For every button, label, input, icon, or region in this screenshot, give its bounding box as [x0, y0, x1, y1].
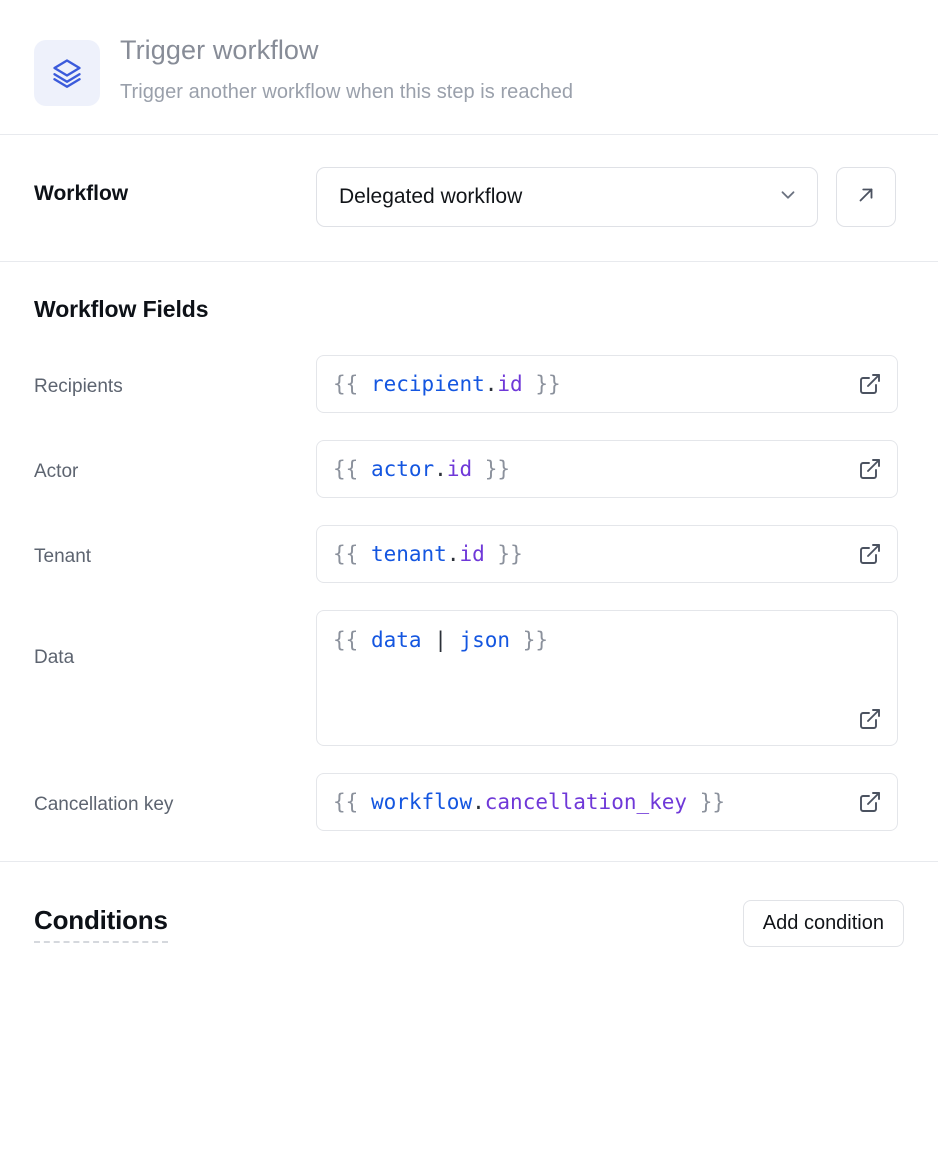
header-text-block: Trigger workflow Trigger another workflo…: [120, 34, 573, 104]
field-label: Actor: [34, 461, 79, 482]
field-row: Recipients {{ recipient.id }}: [34, 355, 904, 413]
workflow-fields-list: Recipients {{ recipient.id }} Actor {{ acto…: [34, 355, 904, 831]
external-link-icon[interactable]: [858, 790, 882, 814]
field-label: Recipients: [34, 376, 123, 397]
field-row: Actor {{ actor.id }}: [34, 440, 904, 498]
field-value: {{ tenant.id }}: [333, 541, 523, 566]
external-link-icon[interactable]: [858, 457, 882, 481]
field-row: Data {{ data | json }}: [34, 610, 904, 746]
field-label: Data: [34, 647, 75, 668]
field-value: {{ recipient.id }}: [333, 371, 561, 396]
arrow-up-right-icon: [855, 184, 877, 211]
open-workflow-button[interactable]: [836, 167, 896, 227]
field-input-recipients[interactable]: {{ recipient.id }}: [316, 355, 898, 413]
field-value: {{ actor.id }}: [333, 456, 511, 481]
field-row: Tenant {{ tenant.id }}: [34, 525, 904, 583]
divider-fields: [0, 861, 938, 862]
page-subtitle: Trigger another workflow when this step …: [120, 80, 574, 103]
chevron-down-icon: [777, 184, 799, 211]
field-label: Cancellation key: [34, 794, 174, 815]
page-title: Trigger workflow: [120, 35, 319, 65]
conditions-title: Conditions: [34, 905, 168, 943]
workflow-section: Workflow Delegated workflow: [0, 135, 938, 261]
external-link-icon[interactable]: [858, 542, 882, 566]
field-input-cancellation-key[interactable]: {{ workflow.cancellation_key }}: [316, 773, 898, 831]
field-value: {{ data | json }}: [333, 628, 549, 652]
field-row: Cancellation key {{ workflow.cancellation…: [34, 773, 904, 831]
workflow-fields-section: Workflow Fields Recipients {{ recipient.i…: [0, 262, 938, 861]
workflow-fields-title: Workflow Fields: [34, 296, 209, 322]
field-input-data[interactable]: {{ data | json }}: [316, 610, 898, 746]
workflow-select[interactable]: Delegated workflow: [316, 167, 818, 227]
external-link-icon[interactable]: [858, 372, 882, 396]
layers-stack-icon: [34, 40, 100, 106]
divider-workflow: [0, 261, 938, 262]
workflow-row: Workflow Delegated workflow: [34, 167, 904, 227]
field-label: Tenant: [34, 546, 92, 567]
workflow-control-group: Delegated workflow: [316, 167, 896, 227]
panel-header: Trigger workflow Trigger another workflo…: [0, 0, 938, 134]
divider-header: [0, 134, 938, 135]
conditions-section: Conditions Add condition: [0, 862, 938, 947]
workflow-select-value: Delegated workflow: [339, 185, 523, 208]
field-value: {{ workflow.cancellation_key }}: [333, 789, 726, 814]
add-condition-button[interactable]: Add condition: [742, 900, 904, 947]
external-link-icon[interactable]: [858, 707, 882, 731]
field-input-tenant[interactable]: {{ tenant.id }}: [316, 525, 898, 583]
workflow-label: Workflow: [34, 182, 129, 205]
field-input-actor[interactable]: {{ actor.id }}: [316, 440, 898, 498]
